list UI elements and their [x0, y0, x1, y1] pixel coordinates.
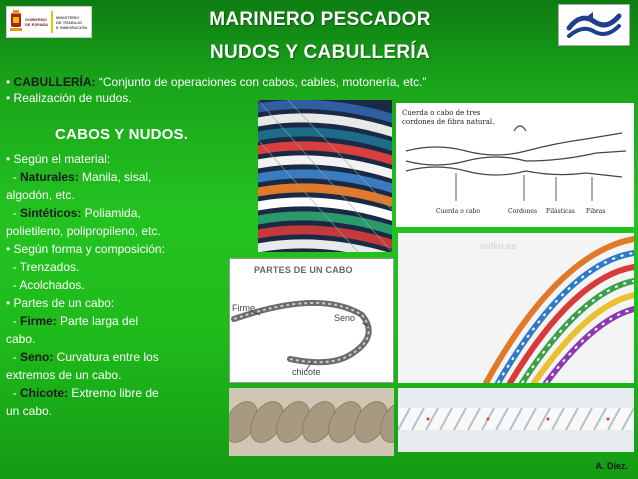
content-line: - Sintéticos: Poliamida,: [6, 206, 141, 220]
ministry-name: MINISTERIO DE TRABAJO E INMIGRACIÓN: [56, 14, 88, 30]
gobierno-logo: GOBIERNO DE ESPAÑA MINISTERIO DE TRABAJO…: [6, 6, 92, 38]
rope-composition-diagram: Cuerda o cabo de tres cordones de fibra …: [396, 103, 634, 227]
content-line: - Trenzados.: [6, 260, 80, 274]
content-line: un cabo.: [6, 404, 53, 418]
label-cordones: Cordones: [508, 208, 538, 215]
wave-logo-icon: [566, 12, 622, 38]
cabos-content: • Según el material: - Naturales: Manila…: [6, 150, 220, 420]
content-line: • Según forma y composición:: [6, 242, 165, 256]
label-fibras: Fibras: [586, 208, 606, 215]
intro-bullets: • CABULLERÍA: “Conjunto de operaciones c…: [6, 74, 426, 106]
keyword: Naturales:: [20, 170, 79, 184]
keyword: CABULLERÍA:: [13, 75, 96, 89]
page-subtitle: NUDOS Y CABULLERÍA: [209, 42, 431, 63]
braided-ropes-photo: vulko.es: [398, 233, 634, 383]
coiled-ropes-photo: [258, 100, 392, 252]
label-cuerda: Cuerda o cabo: [436, 208, 481, 215]
logo-divider: [51, 11, 54, 33]
gov-name: GOBIERNO DE ESPAÑA: [25, 17, 49, 27]
label-chicote: chicote: [292, 367, 321, 377]
content-line: - Firme: Parte larga del: [6, 314, 139, 328]
rope-parts-heading: PARTES DE UN CABO: [254, 265, 353, 275]
content-line: cabo.: [6, 332, 36, 346]
synthetic-rope-photo: [398, 388, 634, 452]
bullet-cabulleria: • CABULLERÍA: “Conjunto de operaciones c…: [6, 75, 427, 89]
page-title: MARINERO PESCADOR: [209, 9, 431, 30]
author-credit: A. Díez.: [595, 461, 628, 471]
content-line: • Según el material:: [6, 152, 111, 166]
section-title: CABOS Y NUDOS.: [55, 126, 189, 143]
keyword: Seno:: [20, 350, 54, 364]
rope-parts-diagram: PARTES DE UN CABO Firme Seno chicote: [229, 258, 394, 383]
keyword: Firme:: [20, 314, 57, 328]
content-line: - Seno: Curvatura entre los: [6, 350, 159, 364]
content-line: polietileno, polipropileno, etc.: [6, 224, 161, 238]
bullet-nudos: • Realización de nudos.: [6, 91, 132, 105]
content-line: • Partes de un cabo:: [6, 296, 115, 310]
keyword: Chicote:: [20, 386, 68, 400]
natural-rope-photo: [229, 388, 394, 456]
label-filasticas: Filásticas: [546, 208, 576, 215]
content-line: algodón, etc.: [6, 188, 75, 202]
content-line: - Chicote: Extremo libre de: [6, 386, 159, 400]
label-firme: Firme: [232, 303, 255, 313]
diagram-caption: Cuerda o cabo de tres cordones de fibra …: [402, 109, 495, 126]
institution-logo: [558, 4, 630, 46]
content-line: extremos de un cabo.: [6, 368, 122, 382]
watermark: vulko.es: [480, 241, 517, 251]
label-seno: Seno: [334, 313, 356, 323]
content-line: - Naturales: Manila, sisal,: [6, 170, 152, 184]
content-line: - Acolchados.: [6, 278, 85, 292]
keyword: Sintéticos:: [20, 206, 82, 220]
coat-of-arms-icon: [10, 10, 22, 31]
